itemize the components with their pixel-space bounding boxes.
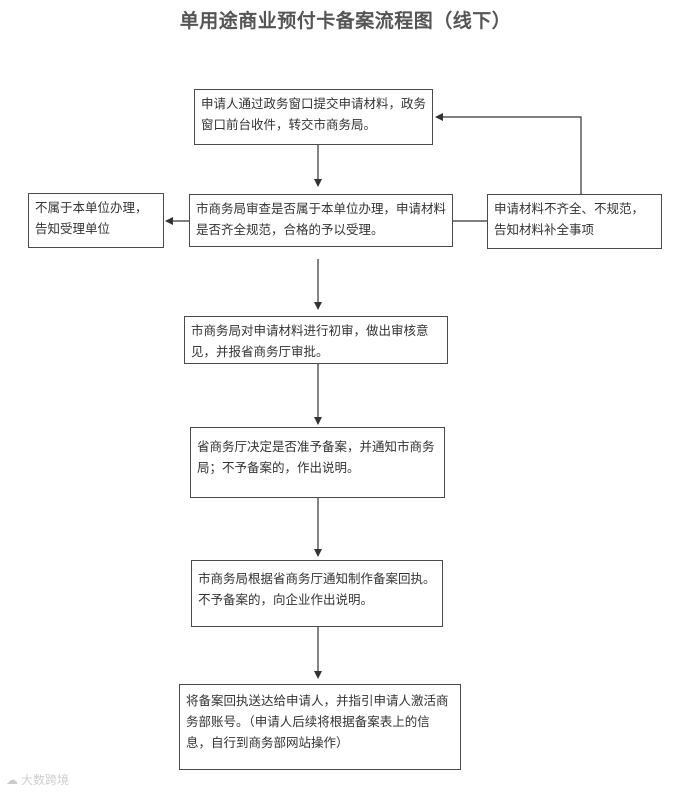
watermark-text: 大数跨境 <box>21 773 70 787</box>
page-title: 单用途商业预付卡备案流程图（线下） <box>179 10 512 32</box>
watermark-logo-icon: ☁ <box>6 772 18 787</box>
step-review-box: 市商务局审查是否属于本单位办理，申请材料是否齐全规范，合格的予以受理。 <box>189 194 453 247</box>
arrow-incomplete-to-submit <box>435 113 582 194</box>
step-incomplete-box: 申请材料不齐全、不规范，告知材料补全事项 <box>487 194 662 249</box>
step-reject-box: 不属于本单位办理，告知受理单位 <box>28 193 164 248</box>
step-initial-review-box: 市商务局对申请材料进行初审，做出审核意见，并报省商务厅审批。 <box>184 316 448 364</box>
step-receipt-box: 市商务局根据省商务厅通知制作备案回执。不予备案的，向企业作出说明。 <box>191 560 443 627</box>
step-decision-box: 省商务厅决定是否准予备案，并通知市商务局；不予备案的，作出说明。 <box>190 427 445 498</box>
step-submit-box: 申请人通过政务窗口提交申请材料，政务窗口前台收件，转交市商务局。 <box>194 89 433 145</box>
step-deliver-box: 将备案回执送达给申请人，并指引申请人激活商务部账号。（申请人后续将根据备案表上的… <box>179 684 461 770</box>
watermark: ☁ 大数跨境 <box>6 771 69 788</box>
